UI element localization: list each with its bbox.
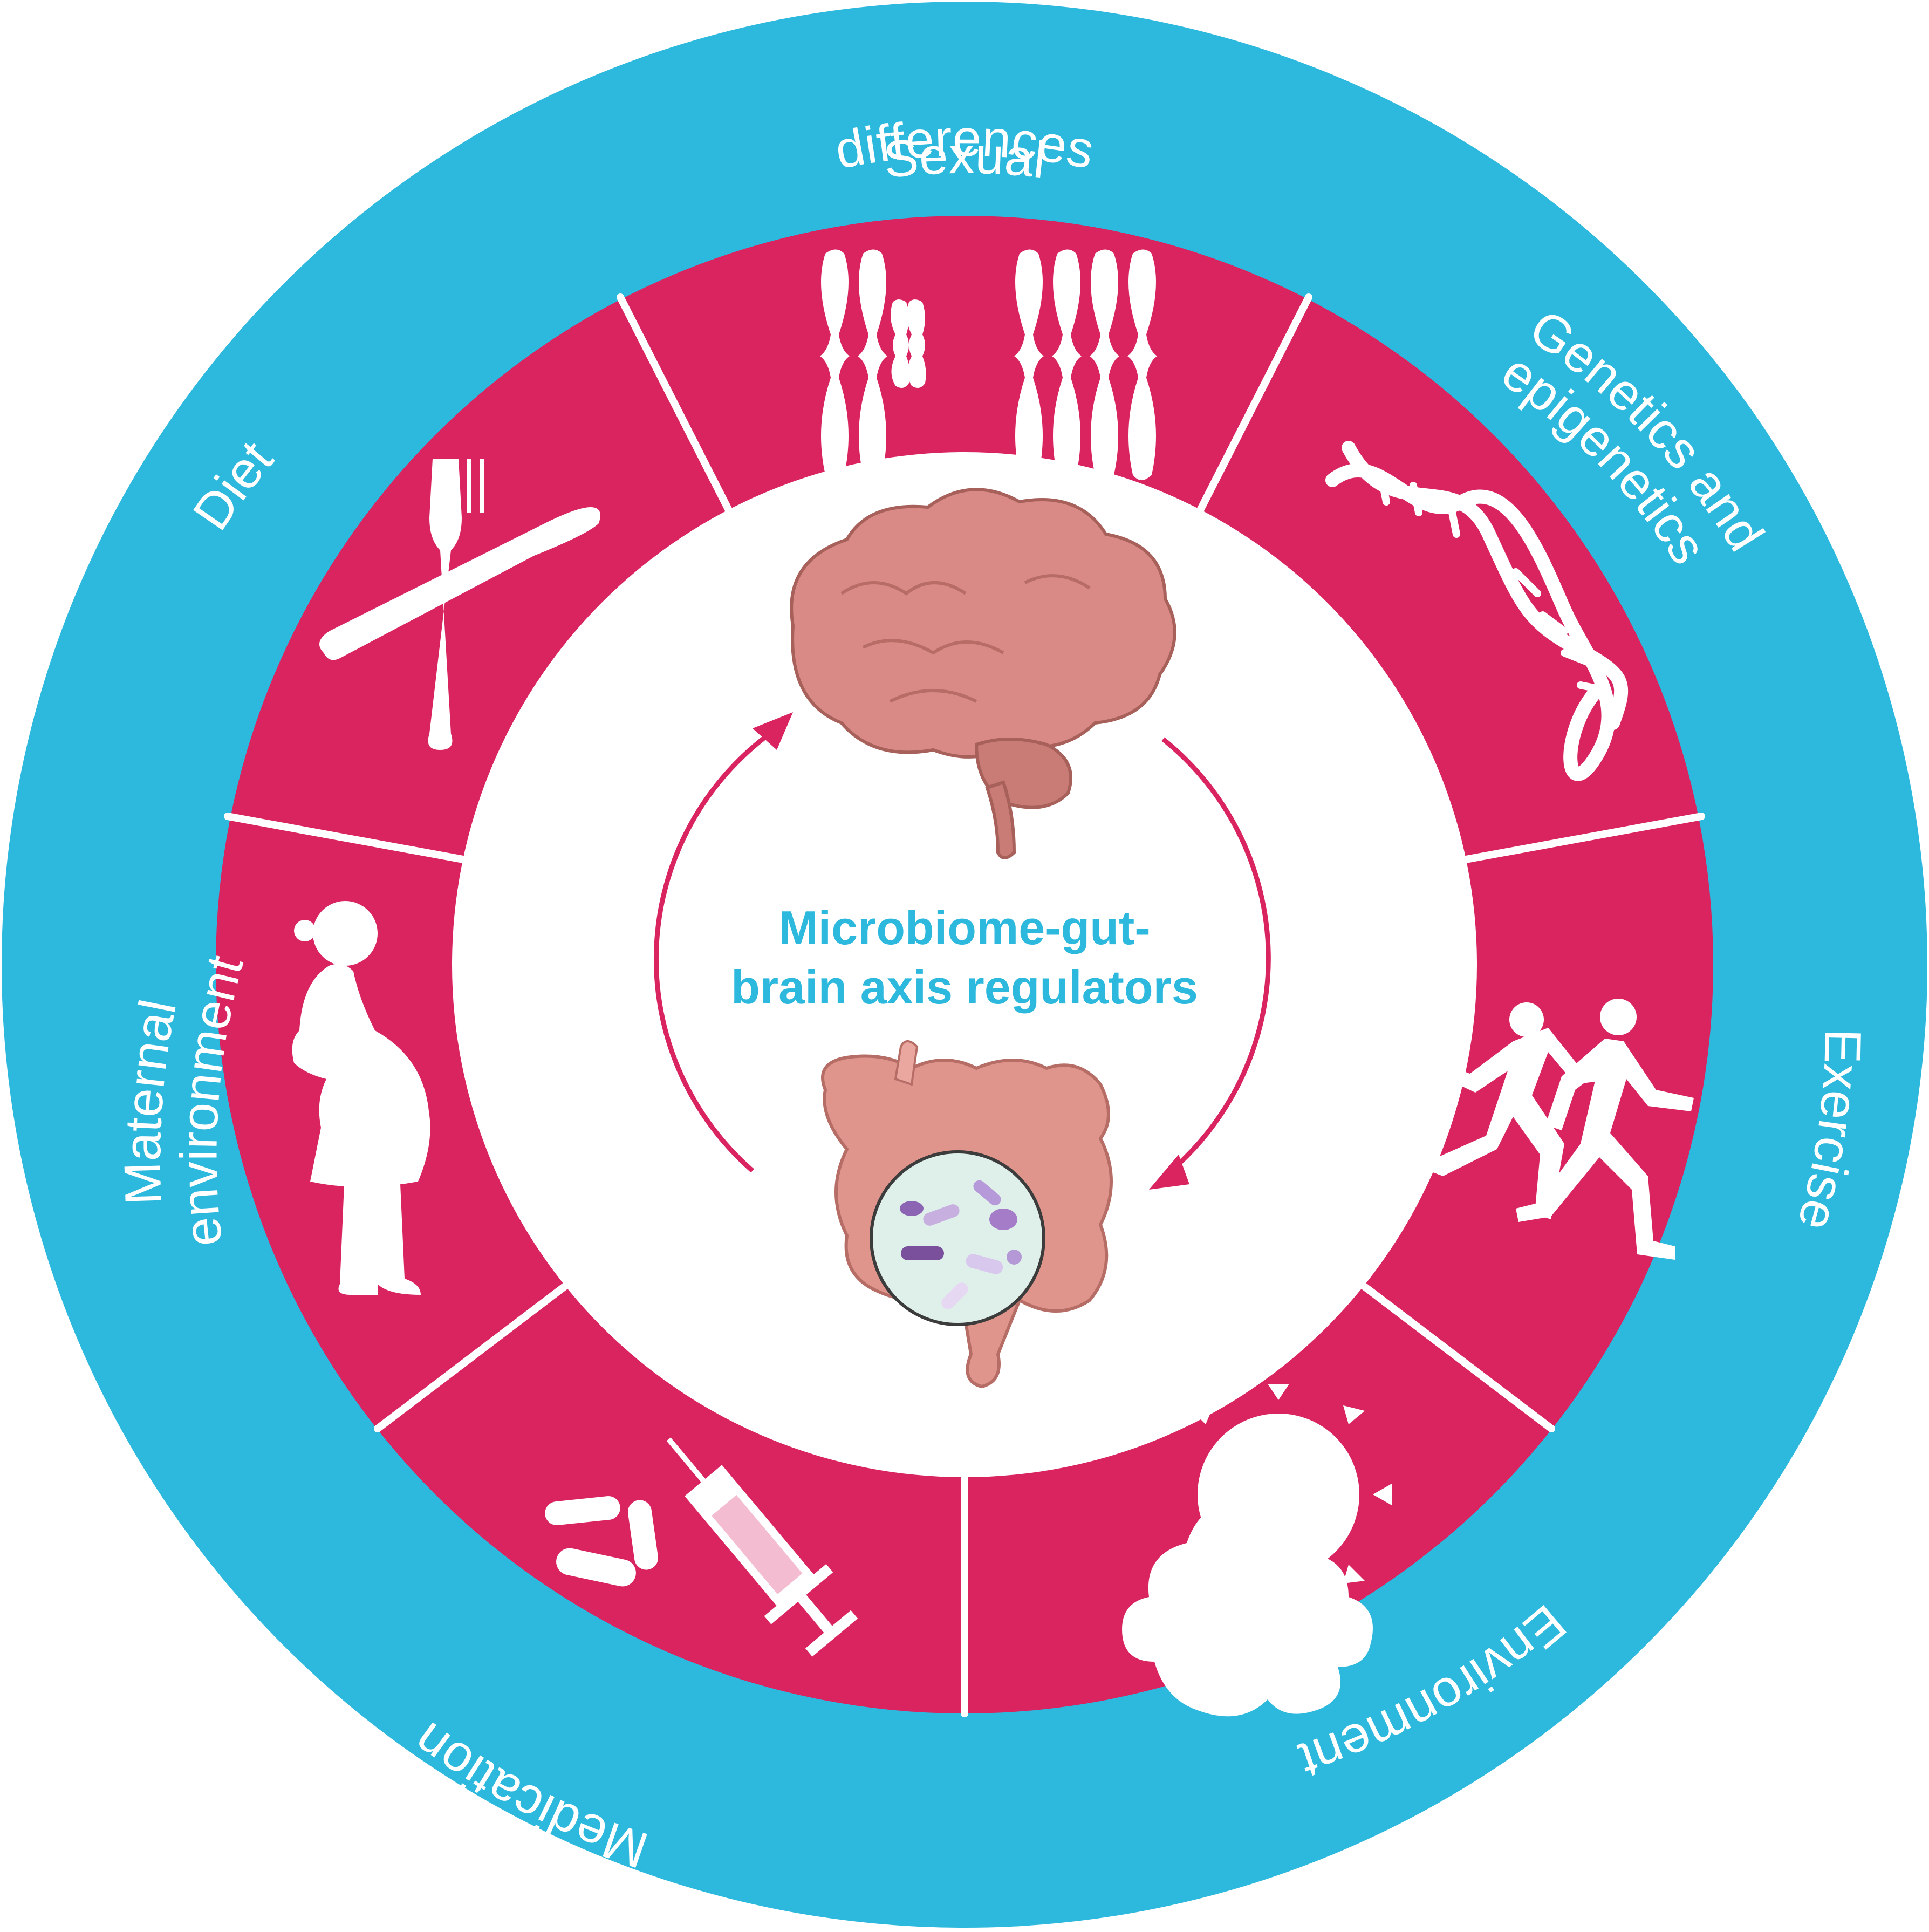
divider-7 <box>224 813 482 866</box>
divider-6 <box>374 1273 582 1432</box>
divider-3 <box>1447 813 1705 866</box>
divider-2 <box>1190 293 1312 527</box>
pills-syringe-icon <box>545 1437 858 1657</box>
dna-icon <box>1325 441 1629 781</box>
divider-1 <box>617 293 739 527</box>
center-title-line2: brain axis regulators <box>731 960 1198 1014</box>
pregnant-woman-icon <box>292 901 430 1295</box>
runners-icon <box>1400 999 1694 1260</box>
arrow-right <box>1161 737 1271 1176</box>
chromosomes-icon <box>820 249 1157 480</box>
segment-dividers <box>224 293 1705 1717</box>
sun-cloud-icon <box>1122 1384 1392 1717</box>
arrow-right-head <box>1149 1155 1189 1190</box>
divider-4 <box>1347 1273 1555 1432</box>
center-title-line1: Microbiome-gut- <box>778 901 1150 954</box>
arrow-left-head <box>753 712 793 750</box>
center-disc <box>452 452 1477 1477</box>
label-sexual-differences: Sexual <box>881 127 1049 189</box>
cycle-arrows <box>654 727 1271 1176</box>
brain-icon <box>790 488 1176 859</box>
microbe-lens-icon <box>870 1150 1045 1326</box>
arrow-left <box>654 727 777 1173</box>
fork-knife-icon <box>319 459 600 750</box>
